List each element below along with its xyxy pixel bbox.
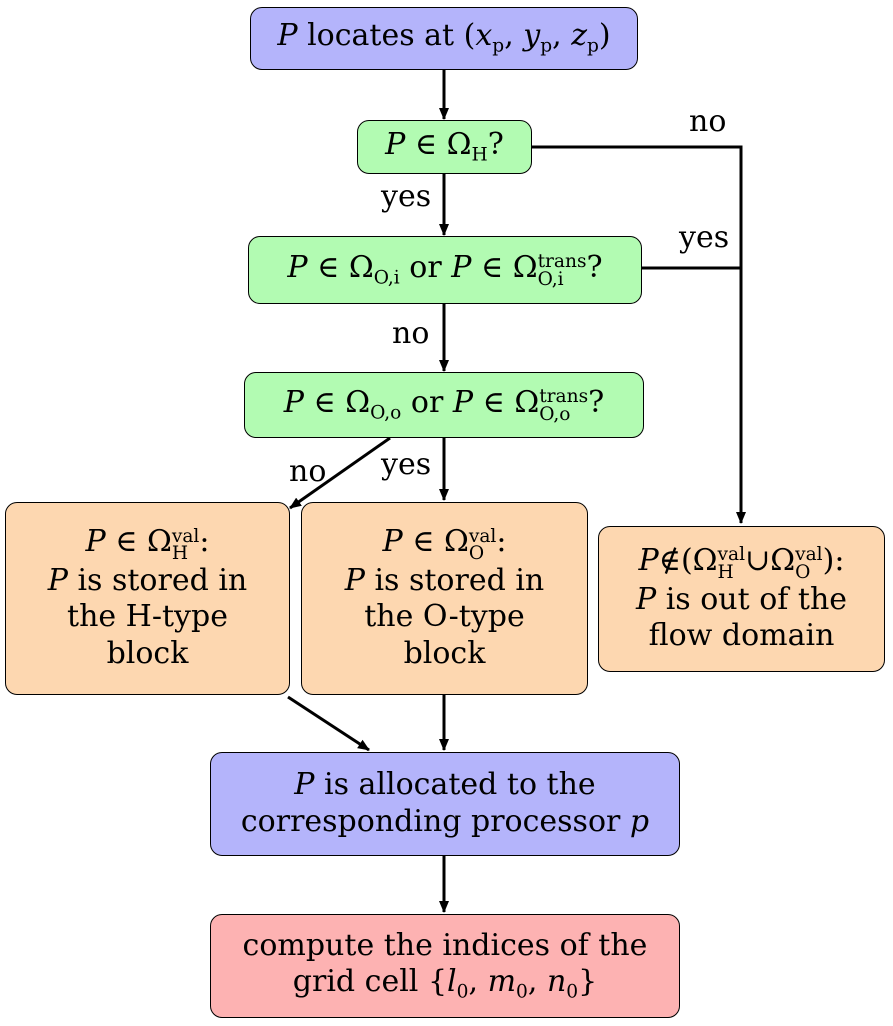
label-q3-no: no (289, 454, 327, 489)
start-node: P locates at (xp, yp, zp) (250, 7, 638, 70)
label-q2-no: no (392, 316, 430, 351)
label-q2-yes: yes (679, 220, 730, 255)
label-q3-yes: yes (381, 447, 432, 482)
decision-in-omega-h: P ∈ ΩH? (357, 120, 532, 174)
arrow-h-block-to-alloc (287, 695, 370, 752)
label-q1-yes: yes (381, 179, 432, 214)
arrow-q3-to-h-block (289, 436, 391, 510)
process-allocate-processor: P is allocated to the corresponding proc… (210, 752, 680, 856)
end-compute-indices: compute the indices of the grid cell {l0… (210, 914, 680, 1018)
arrow-q1-no-to-out (532, 145, 746, 524)
label-q1-no: no (689, 104, 727, 139)
